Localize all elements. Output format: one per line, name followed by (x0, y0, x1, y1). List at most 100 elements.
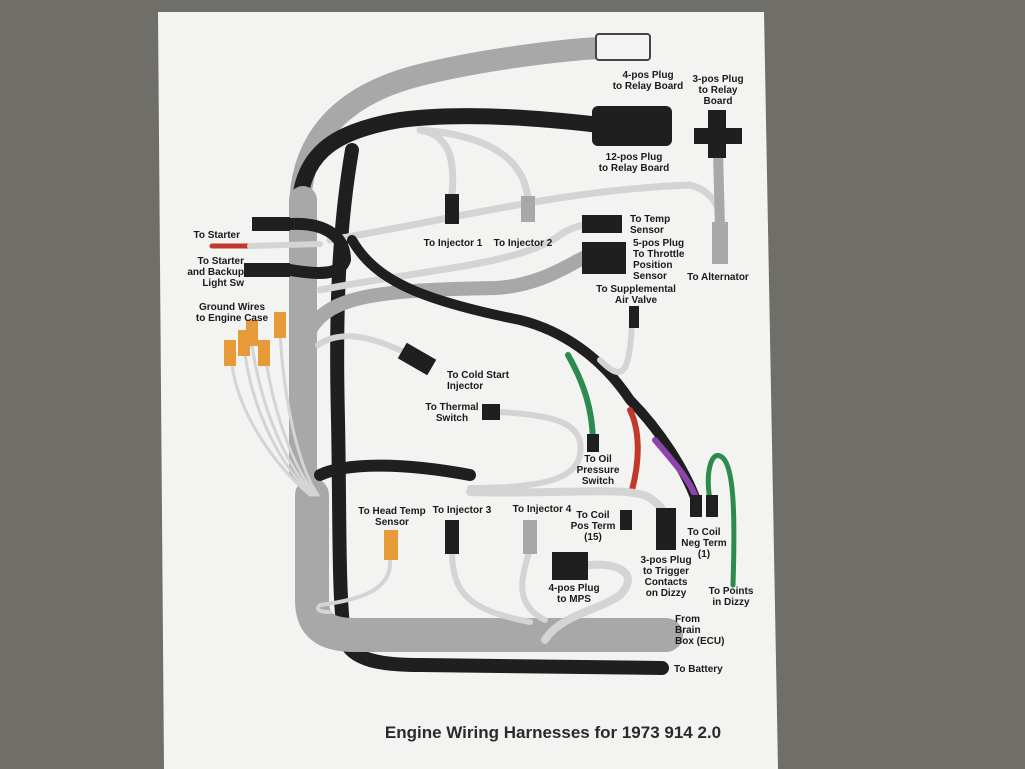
wire-3pos-relay (713, 145, 725, 235)
gray-harness-lower-sleeve (295, 478, 683, 652)
wire-green-points (705, 453, 737, 588)
connector-supplemental-air (629, 306, 639, 328)
connector-tps (582, 242, 626, 274)
wire-purple-coil-neg (652, 437, 700, 503)
connector-temp-sensor (582, 215, 622, 233)
label-line: To Oil (584, 454, 612, 465)
label-line: Sensor (633, 271, 667, 282)
ground-lugs (224, 312, 286, 366)
wire-mps (541, 560, 632, 644)
connector-head-temp (384, 530, 398, 560)
label-line: 3-pos Plug (640, 555, 691, 566)
connector-injector-3 (445, 520, 459, 554)
label-injector-1: To Injector 1 (424, 238, 483, 249)
label-line: Sensor (630, 225, 664, 236)
label-line: Contacts (645, 577, 688, 588)
label-injector-4: To Injector 4 (513, 504, 572, 515)
connector-mps (552, 552, 588, 580)
label-line: Light Sw (202, 278, 244, 289)
connector-coil-pos (620, 510, 632, 530)
black-harness-lower-branch (314, 459, 476, 481)
connector-coil-neg-a (690, 495, 702, 517)
connector-4pos-relay (595, 33, 651, 61)
label-line: 4-pos Plug (548, 583, 599, 594)
black-harness-dizzy (347, 235, 701, 505)
connectors (224, 33, 742, 580)
label-line: To Injector 4 (513, 504, 572, 515)
label-line: To Cold Start (447, 370, 510, 381)
wire-cold-start (315, 333, 413, 358)
wire-injector-3 (449, 547, 533, 625)
label-line: in Dizzy (712, 597, 750, 608)
wire-injector-4 (519, 547, 548, 623)
label-line: To Injector 3 (433, 505, 492, 516)
label-line: To Coil (687, 527, 720, 538)
connector-trigger (656, 508, 676, 550)
label-line: 4-pos Plug (622, 70, 673, 81)
wire-starter-gray (247, 241, 323, 249)
wire-alternator (326, 181, 726, 244)
label-line: Sensor (375, 517, 409, 528)
wire-injector-2 (416, 126, 532, 204)
wire-head-temp (316, 558, 393, 614)
label-line: From (675, 614, 700, 625)
label-line: Brain (675, 625, 701, 636)
label-line: Pressure (577, 465, 620, 476)
connector-injector-1 (445, 194, 459, 224)
label-line: To Alternator (687, 272, 749, 283)
connector-starter (252, 217, 290, 231)
label-line: Board (704, 96, 733, 107)
label-line: 3-pos Plug (692, 74, 743, 85)
connector-cold-start (397, 342, 437, 376)
label-line: Box (ECU) (675, 636, 724, 647)
connector-starter-backup (244, 263, 290, 277)
label-line: Switch (436, 413, 468, 424)
black-starter-wrap (284, 217, 351, 279)
connector-injector-2 (521, 196, 535, 222)
connector-oil-pressure (587, 434, 599, 452)
label-line: To Starter (194, 230, 241, 241)
label-line: To Battery (674, 664, 723, 675)
wire-thermal-switch (467, 409, 584, 491)
label-line: To Coil (576, 510, 609, 521)
wire-supplemental-air (597, 317, 635, 375)
connector-coil-neg-b (706, 495, 718, 517)
label-line: to Relay Board (613, 81, 684, 92)
connector-3pos-relay-stem (708, 110, 726, 158)
connector-12pos-relay (592, 106, 672, 146)
black-harness-arch (292, 108, 608, 208)
label-injector-2: To Injector 2 (494, 238, 553, 249)
label-battery: To Battery (674, 664, 723, 675)
alternator-sleeve (712, 222, 728, 264)
label-alternator: To Alternator (687, 272, 749, 283)
label-line: Injector (447, 381, 483, 392)
label-line: Ground Wires (199, 302, 265, 313)
label-line: To Thermal (425, 402, 478, 413)
label-line: To Head Temp (358, 506, 425, 517)
label-line: to Relay Board (599, 163, 670, 174)
diagram-title: Engine Wiring Harnesses for 1973 914 2.0 (385, 723, 721, 742)
wire-red-coil-pos (627, 407, 641, 493)
label-line: on Dizzy (646, 588, 687, 599)
gray-harness-tps-branch (303, 248, 597, 337)
label-line: Position (633, 260, 672, 271)
label-line: To Temp (630, 214, 670, 225)
connector-thermal-switch (482, 404, 500, 420)
label-line: to MPS (557, 594, 591, 605)
label-starter: To Starter (194, 230, 241, 241)
label-line: to Engine Case (196, 313, 269, 324)
label-line: To Throttle (633, 249, 685, 260)
